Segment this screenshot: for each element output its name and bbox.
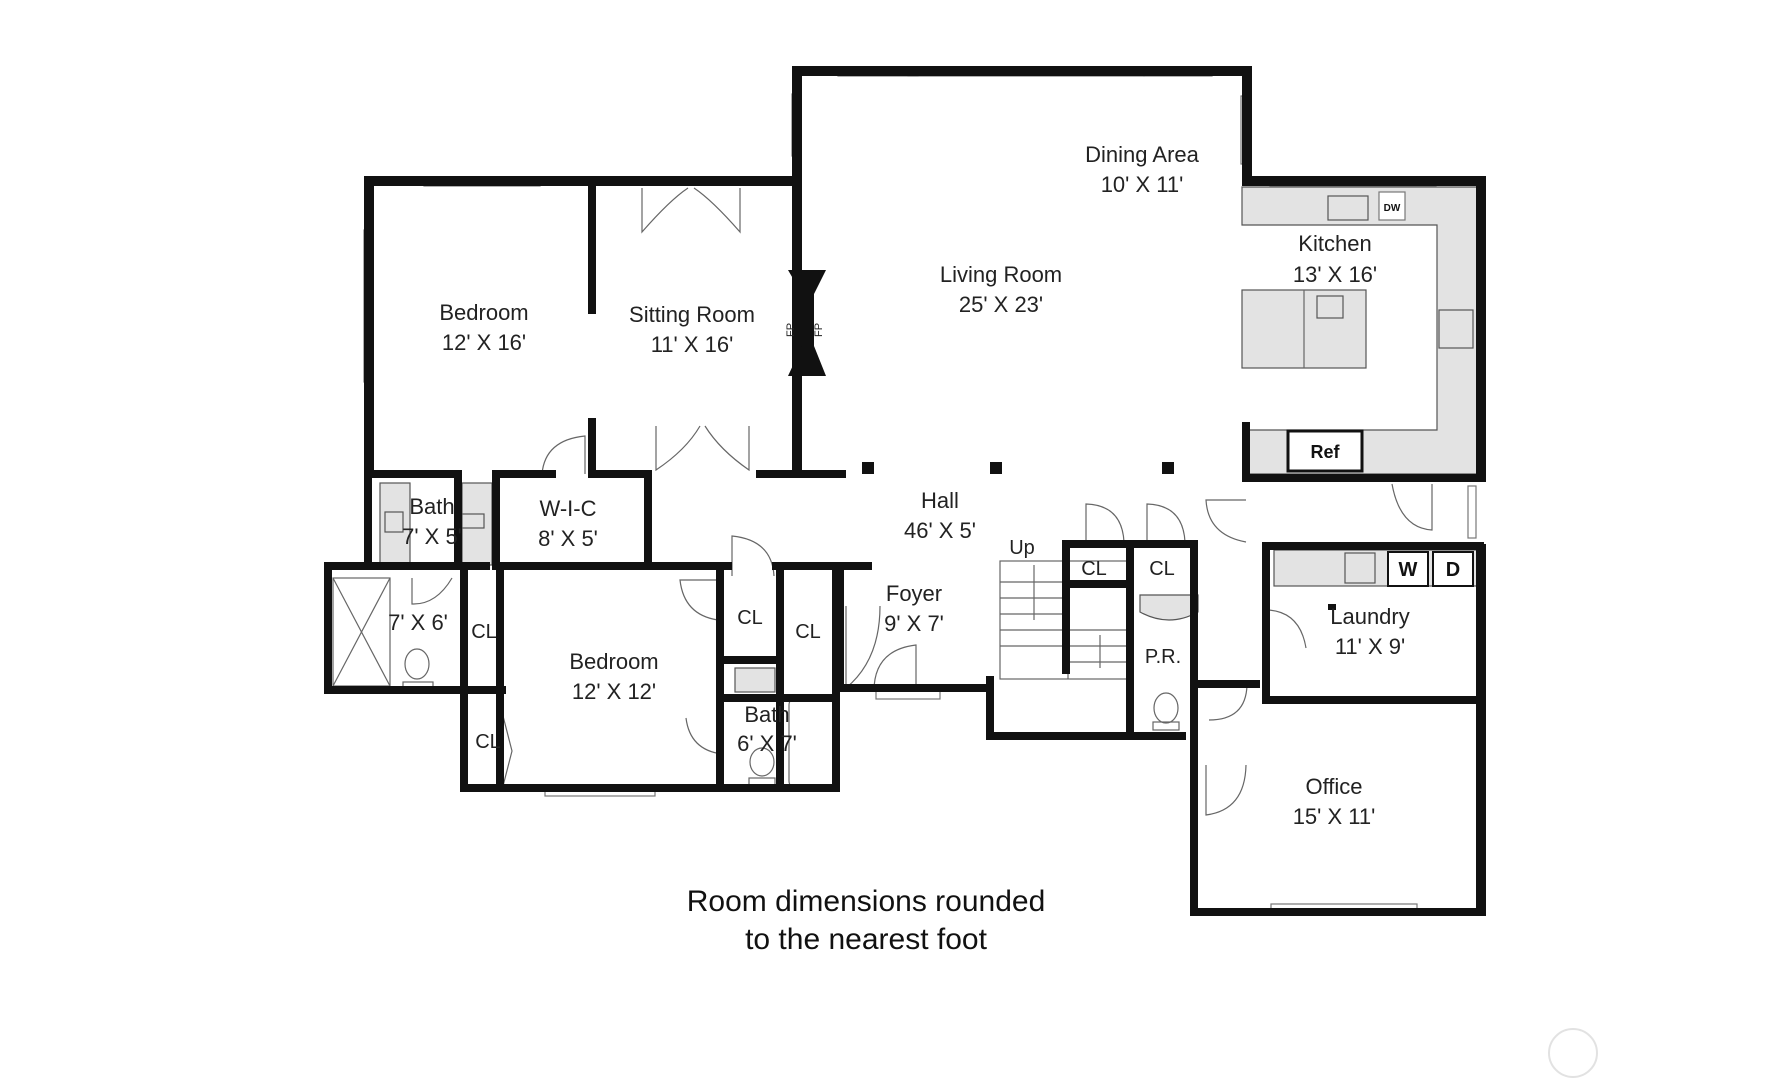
washer-label: W: [1399, 559, 1418, 581]
room-name-sitting: Sitting Room: [629, 302, 755, 327]
washer-icon: [1387, 551, 1429, 587]
room-name-dining: Dining Area: [1085, 142, 1200, 167]
walls: [324, 66, 1486, 916]
room-dims-hall: 46' X 5': [904, 518, 976, 543]
fireplace-label-right: FP: [813, 323, 825, 337]
room-dims-office: 15' X 11': [1293, 804, 1376, 829]
room-dims-bath2: 6' X 7': [737, 731, 797, 756]
room-dims-bedroom1: 12' X 16': [442, 330, 526, 355]
room-name-laundry: Laundry: [1330, 604, 1410, 629]
dishwasher-label: DW: [1384, 203, 1401, 214]
room-dims-bath1: 7' X 5': [402, 524, 462, 549]
closet-label-2: CL: [475, 731, 501, 753]
dryer-icon: [1432, 551, 1474, 587]
room-name-bath2: Bath: [744, 702, 789, 727]
dryer-label: D: [1446, 559, 1460, 581]
powder-room-label: P.R.: [1145, 646, 1181, 668]
fireplace-label-left: FP: [785, 323, 797, 337]
room-dims-living: 25' X 23': [959, 292, 1043, 317]
closet-label-6: CL: [1149, 558, 1175, 580]
dimension-note: Room dimensions rounded to the nearest f…: [687, 885, 1046, 956]
note-line-2: to the nearest foot: [745, 923, 987, 956]
powder-room-fixtures: [1139, 594, 1199, 731]
room-name-bath1: Bath: [409, 494, 454, 519]
closet-label-3: CL: [737, 607, 763, 629]
room-dims-bedroom2: 12' X 12': [572, 679, 656, 704]
stairs-up-label: Up: [1009, 537, 1035, 559]
room-dims-kitchen: 13' X 16': [1293, 262, 1377, 287]
room-dims-foyer: 9' X 7': [884, 611, 944, 636]
closet-label-4: CL: [795, 621, 821, 643]
note-line-1: Room dimensions rounded: [687, 885, 1046, 918]
room-dims-laundry: 11' X 9': [1335, 634, 1405, 659]
room-name-kitchen: Kitchen: [1298, 231, 1371, 256]
watermark-logo: [1548, 1028, 1598, 1078]
bath2-fixtures: [734, 667, 838, 790]
closet-label-1: CL: [471, 621, 497, 643]
room-dims-sitting: 11' X 16': [651, 332, 734, 357]
room-name-living: Living Room: [940, 262, 1062, 287]
room-name-foyer: Foyer: [886, 581, 942, 606]
closet-label-5: CL: [1081, 558, 1107, 580]
shower-bath-fixtures: [332, 577, 434, 691]
room-name-bedroom2: Bedroom: [569, 649, 658, 674]
refrigerator-icon: [1286, 429, 1364, 473]
laundry-counter: W D: [1273, 549, 1479, 587]
room-name-office: Office: [1305, 774, 1362, 799]
room-name-hall: Hall: [921, 488, 959, 513]
room-dims-dining: 10' X 11': [1101, 172, 1184, 197]
room-name-bedroom1: Bedroom: [439, 300, 528, 325]
room-name-wic: W-I-C: [539, 496, 596, 521]
room-dims-wic: 8' X 5': [538, 526, 598, 551]
refrigerator-label: Ref: [1310, 442, 1340, 462]
room-labels: Dining Area 10' X 11' Living Room 25' X …: [388, 142, 1410, 829]
kitchen-counters: DW Ref: [1241, 186, 1478, 475]
shower-bath-dims: 7' X 6': [388, 610, 448, 635]
